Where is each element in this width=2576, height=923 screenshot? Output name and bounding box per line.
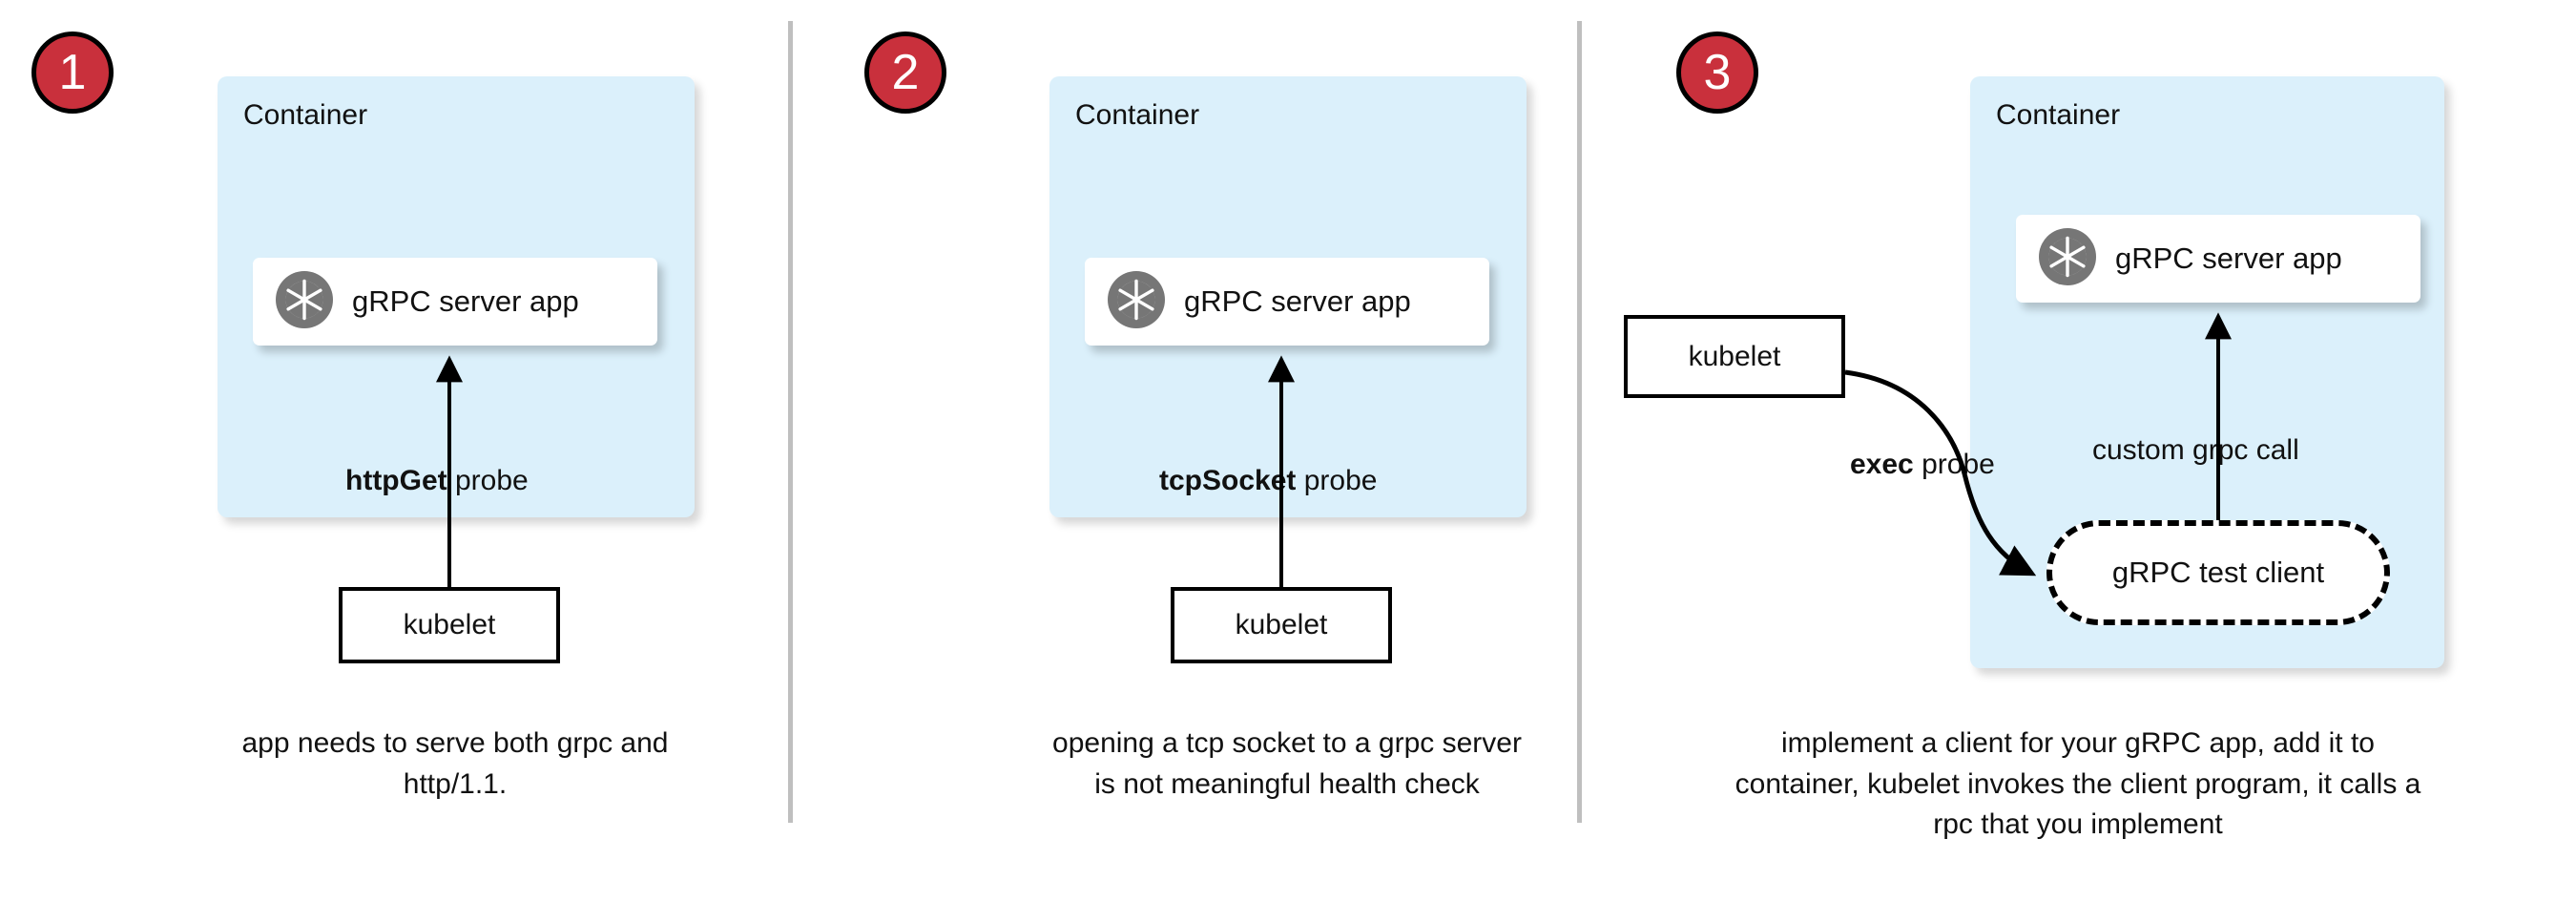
- grpc-server-app-card-2: gRPC server app: [1085, 258, 1489, 346]
- httpget-probe-label-rest: probe: [447, 465, 529, 496]
- kubelet-label-2: kubelet: [1235, 609, 1328, 640]
- httpget-probe-label-bold: httpGet: [345, 465, 447, 496]
- grpc-server-app-label-1: gRPC server app: [352, 284, 579, 318]
- kubelet-label-3: kubelet: [1688, 340, 1781, 372]
- step-badge-1: 1: [31, 31, 114, 114]
- container-label-2: Container: [1075, 99, 1200, 131]
- panel-1-caption: app needs to serve both grpc and http/1.…: [241, 727, 669, 800]
- grpc-server-app-label-2: gRPC server app: [1184, 284, 1411, 318]
- kubelet-box-2: kubelet: [1171, 587, 1392, 663]
- step-badge-3-number: 3: [1703, 45, 1732, 100]
- panel-2-caption: opening a tcp socket to a grpc server is…: [1052, 727, 1522, 800]
- panel-3-caption: implement a client for your gRPC app, ad…: [1735, 727, 2421, 841]
- grpc-server-app-label-3: gRPC server app: [2115, 241, 2342, 275]
- panel-divider-1: [788, 21, 793, 823]
- exec-probe-label-bold: exec: [1850, 449, 1914, 480]
- step-badge-3: 3: [1676, 31, 1758, 114]
- panel-3: 3 Container gRPC server app kubelet exec…: [1577, 0, 2576, 923]
- kubelet-box-1: kubelet: [339, 587, 560, 663]
- step-badge-2: 2: [864, 31, 946, 114]
- exec-probe-label-rest: probe: [1913, 449, 1995, 480]
- kubelet-label-1: kubelet: [403, 609, 496, 640]
- tcpsocket-probe-label-bold: tcpSocket: [1159, 465, 1297, 496]
- panel-divider-2: [1577, 21, 1582, 823]
- panel-2: 2 Container gRPC server app tcpSocket pr…: [788, 0, 1577, 923]
- custom-grpc-call-text: custom grpc call: [2092, 434, 2299, 466]
- tcpsocket-probe-label: tcpSocket probe: [1159, 465, 1377, 497]
- kubelet-box-3: kubelet: [1624, 315, 1845, 398]
- container-label-1: Container: [243, 99, 368, 131]
- grpc-test-client-label: gRPC test client: [2111, 556, 2325, 589]
- grpc-test-client-pill: gRPC test client: [2046, 520, 2390, 625]
- tcpsocket-probe-label-rest: probe: [1296, 465, 1378, 496]
- grpc-logo-icon: [274, 268, 335, 333]
- container-label-3: Container: [1996, 99, 2121, 131]
- exec-probe-label: exec probe: [1850, 449, 1995, 481]
- grpc-server-app-card-3: gRPC server app: [2016, 215, 2420, 303]
- httpget-probe-label: httpGet probe: [345, 465, 529, 497]
- step-badge-1-number: 1: [58, 45, 87, 100]
- grpc-server-app-card-1: gRPC server app: [253, 258, 657, 346]
- grpc-logo-icon: [1106, 268, 1167, 333]
- custom-grpc-call-label: custom grpc call: [2092, 434, 2299, 467]
- step-badge-2-number: 2: [891, 45, 920, 100]
- panel-1: 1 Container gRPC server app httpGet prob…: [0, 0, 788, 923]
- grpc-logo-icon: [2037, 225, 2098, 290]
